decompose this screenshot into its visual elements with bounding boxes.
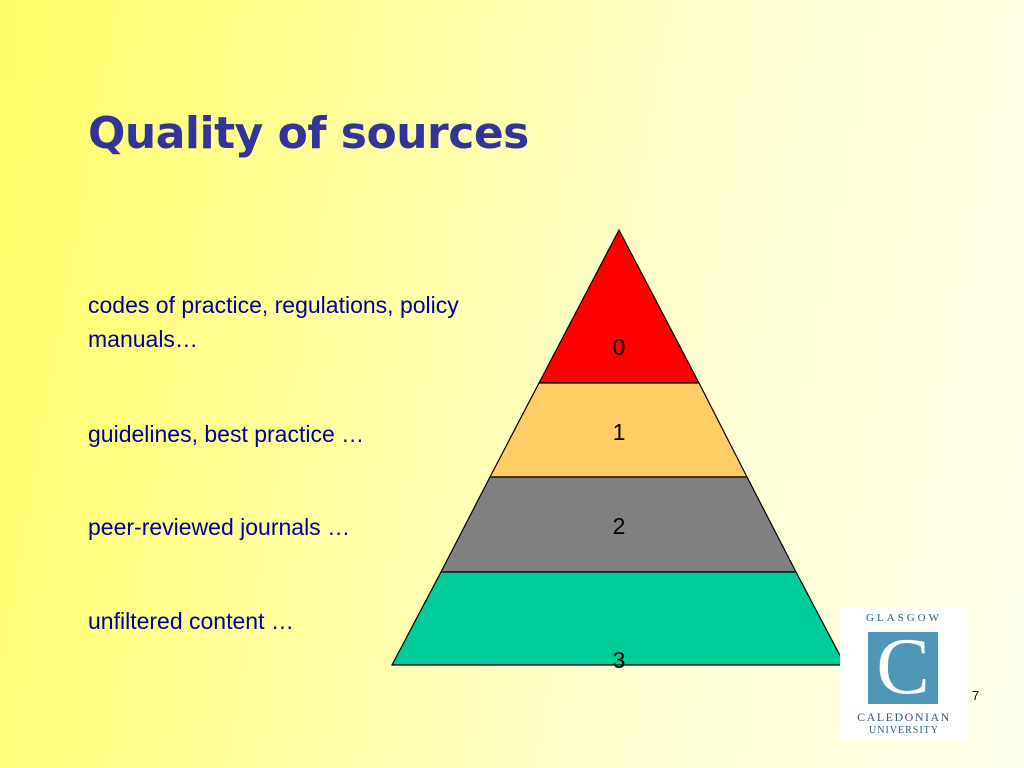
- tier-level-3: 3: [613, 647, 626, 673]
- logo-middle-text: CALEDONIAN: [857, 710, 951, 724]
- tier-level-0: 0: [613, 334, 626, 360]
- tier-label-0: codes of practice, regulations, policy m…: [88, 292, 459, 352]
- page-number: 7: [972, 688, 980, 703]
- logo-emblem: C: [868, 624, 938, 710]
- tier-label-3: unfiltered content …: [88, 608, 294, 634]
- slide-title: Quality of sources: [88, 108, 529, 159]
- logo-top-text: GLASGOW: [866, 612, 942, 624]
- tier-label-1: guidelines, best practice …: [88, 421, 365, 447]
- tier-level-2: 2: [613, 513, 626, 539]
- tier-level-1: 1: [613, 419, 626, 445]
- logo-letter: C: [876, 623, 930, 711]
- tier-label-2: peer-reviewed journals …: [88, 514, 351, 540]
- university-logo: GLASGOW C CALEDONIAN UNIVERSITY: [840, 608, 968, 740]
- pyramid-tier-0: [538, 228, 700, 384]
- logo-bottom-text: UNIVERSITY: [869, 725, 939, 736]
